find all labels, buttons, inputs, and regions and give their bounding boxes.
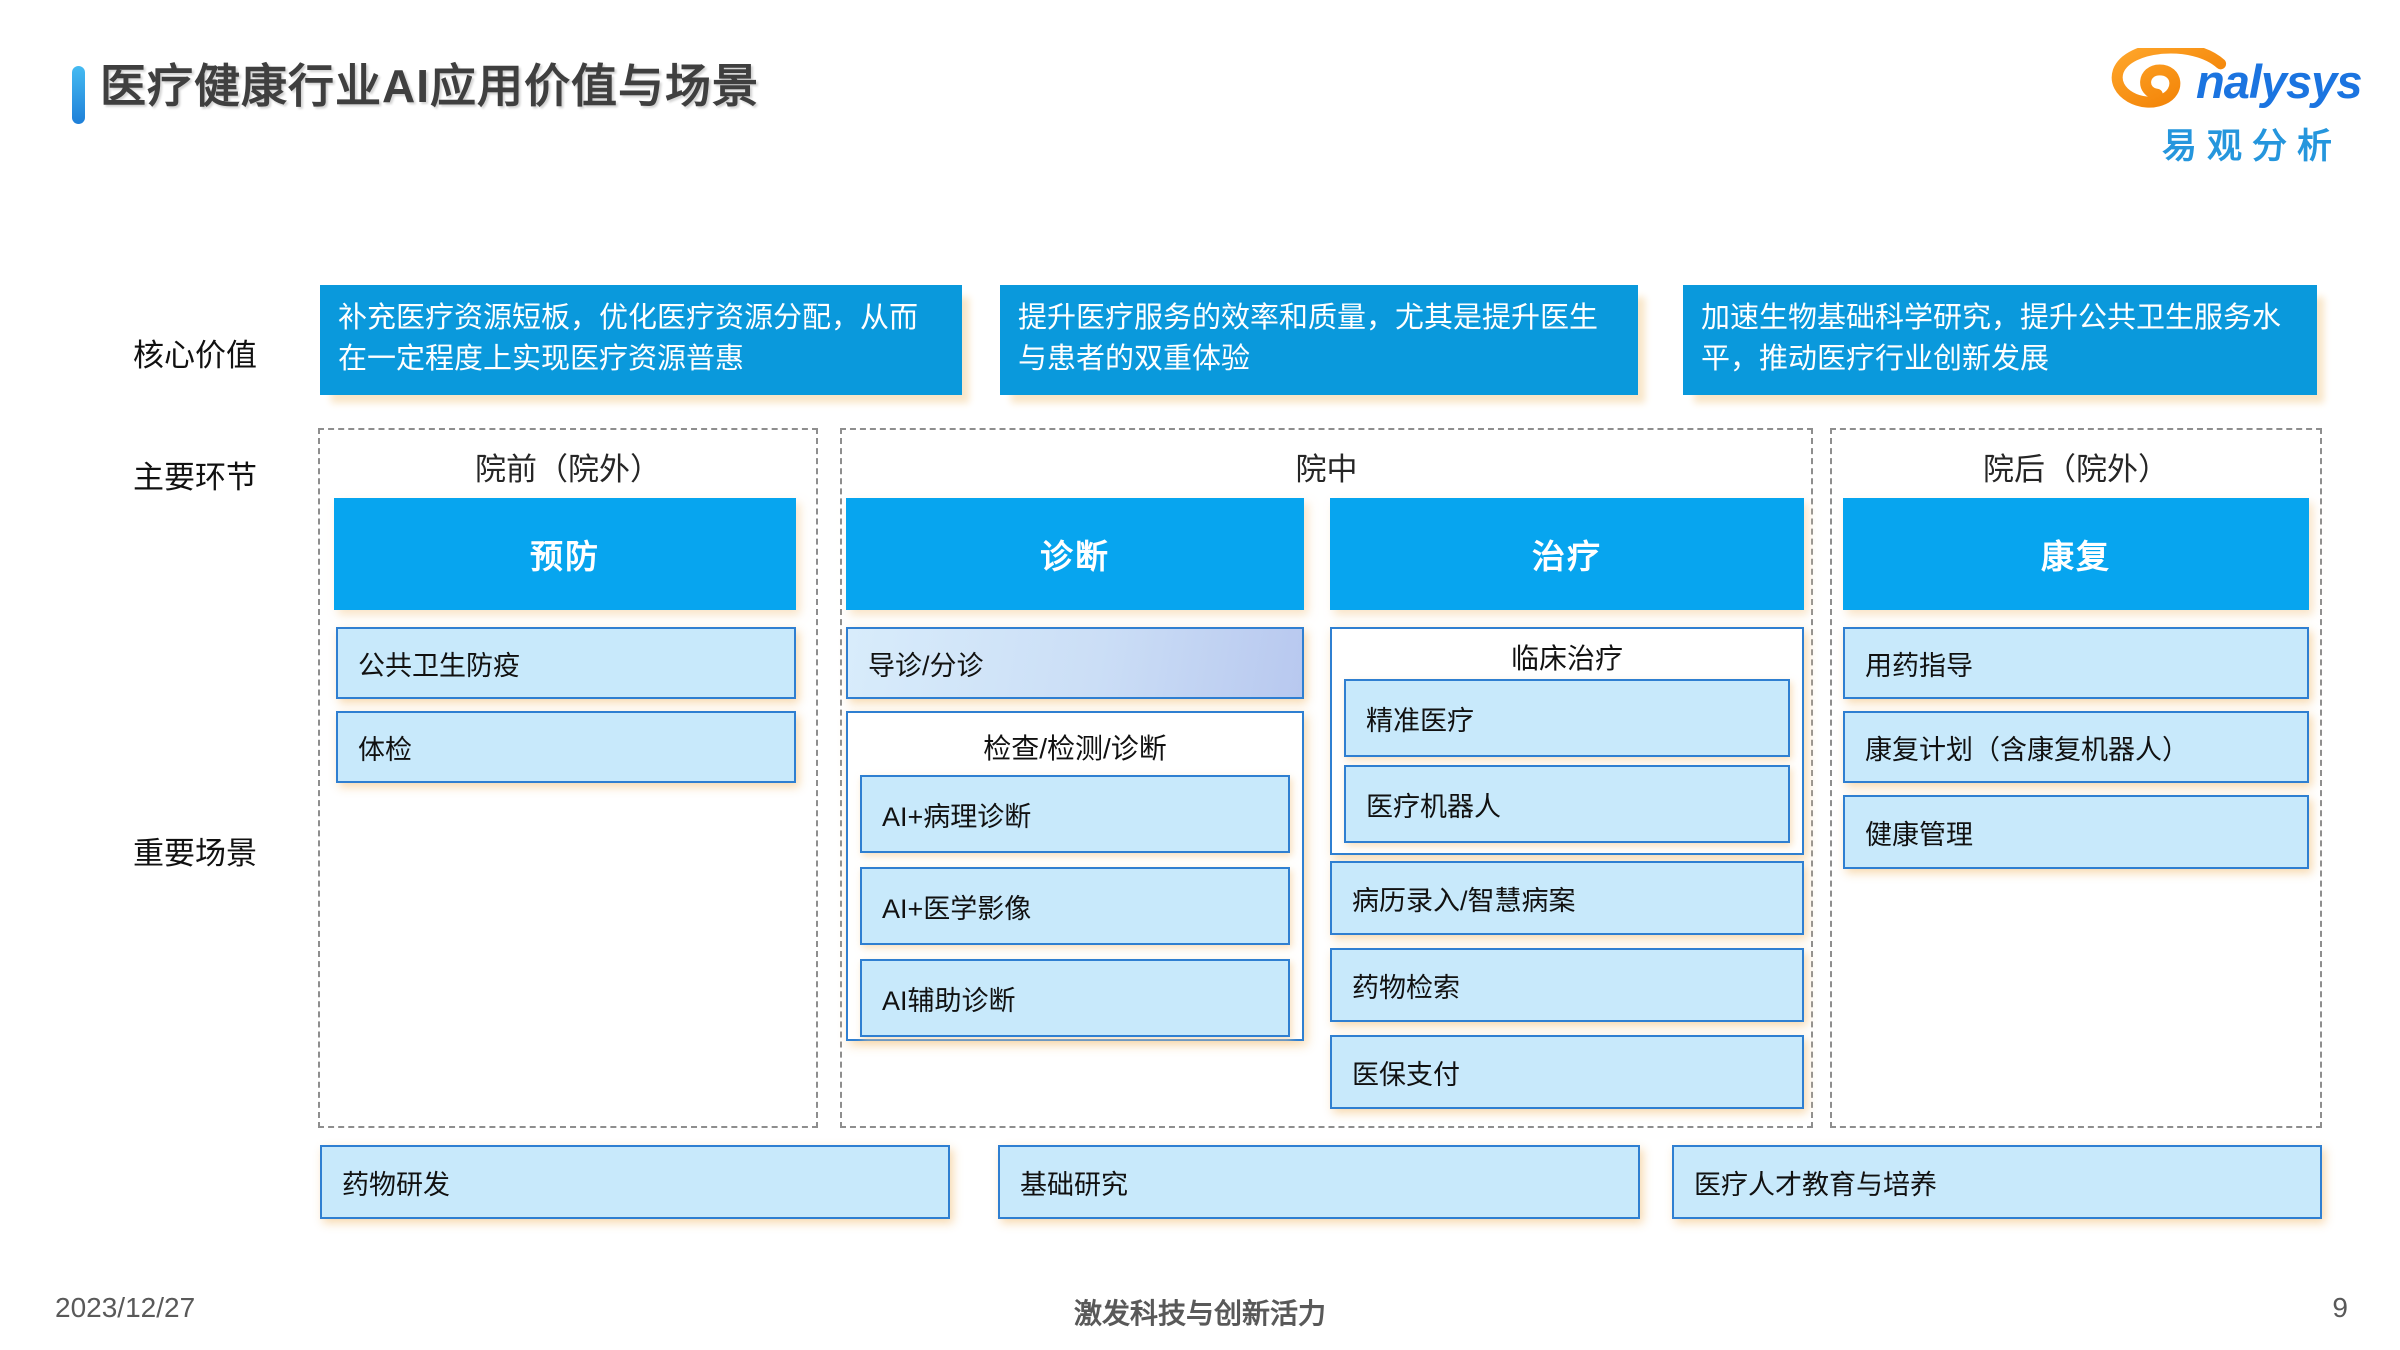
- stage-name-in-hospital: 院中: [1295, 452, 1358, 487]
- scenario-drug-rd: 药物研发: [320, 1145, 950, 1219]
- core-value-box-1: 补充医疗资源短板，优化医疗资源分配，从而在一定程度上实现医疗资源普惠: [320, 285, 962, 395]
- scenario-medication-guidance: 用药指导: [1843, 627, 2309, 699]
- scenario-health-management: 健康管理: [1843, 795, 2309, 869]
- scenario-drug-search: 药物检索: [1330, 948, 1804, 1022]
- analysys-logo-swirl-icon: [2106, 42, 2228, 126]
- footer-slogan: 激发科技与创新活力: [1073, 1298, 1326, 1329]
- analysys-logo-chinese: 易观分析: [2162, 127, 2343, 166]
- stage-name-pre-hospital: 院前（院外）: [475, 452, 661, 487]
- scenario-medical-records: 病历录入/智慧病案: [1330, 861, 1804, 935]
- group-exam-detect-diagnose: 检查/检测/诊断 AI+病理诊断 AI+医学影像 AI辅助诊断: [846, 711, 1304, 1041]
- group-title-exam: 检查/检测/诊断: [983, 733, 1167, 764]
- scenario-ai-pathology: AI+病理诊断: [860, 775, 1290, 853]
- phase-bar-diagnosis: 诊断: [846, 498, 1304, 610]
- core-value-box-2: 提升医疗服务的效率和质量，尤其是提升医生与患者的双重体验: [1000, 285, 1638, 395]
- scenario-insurance-payment: 医保支付: [1330, 1035, 1804, 1109]
- analysys-logo-wordmark: nalysys: [2196, 55, 2362, 108]
- label-key-scenarios: 重要场景: [133, 836, 257, 871]
- group-title-clinical: 临床治疗: [1510, 643, 1623, 674]
- page-title: 医疗健康行业AI应用价值与场景: [100, 60, 759, 112]
- phase-bar-treatment: 治疗: [1330, 498, 1804, 610]
- scenario-triage: 导诊/分诊: [846, 627, 1304, 699]
- footer-date: 2023/12/27: [55, 1292, 196, 1323]
- scenario-ai-imaging: AI+医学影像: [860, 867, 1290, 945]
- scenario-precision-medicine: 精准医疗: [1344, 679, 1790, 757]
- group-clinical-treatment: 临床治疗 精准医疗 医疗机器人: [1330, 627, 1804, 855]
- title-accent-bar: [72, 66, 85, 124]
- footer-page-number: 9: [2332, 1292, 2348, 1323]
- stage-name-post-hospital: 院后（院外）: [1983, 452, 2169, 487]
- phase-bar-prevention: 预防: [334, 498, 796, 610]
- stage-box-in-hospital: [840, 428, 1813, 1128]
- label-main-stages: 主要环节: [133, 460, 257, 495]
- scenario-physical-exam: 体检: [336, 711, 796, 783]
- stage-box-pre-hospital: [318, 428, 818, 1128]
- core-value-box-3: 加速生物基础科学研究，提升公共卫生服务水平，推动医疗行业创新发展: [1683, 285, 2317, 395]
- scenario-rehab-plan: 康复计划（含康复机器人）: [1843, 711, 2309, 783]
- scenario-medical-education: 医疗人才教育与培养: [1672, 1145, 2322, 1219]
- phase-bar-rehab: 康复: [1843, 498, 2309, 610]
- scenario-ai-assisted-diagnosis: AI辅助诊断: [860, 959, 1290, 1037]
- label-core-value: 核心价值: [133, 338, 257, 373]
- scenario-public-health: 公共卫生防疫: [336, 627, 796, 699]
- scenario-basic-research: 基础研究: [998, 1145, 1640, 1219]
- scenario-medical-robot: 医疗机器人: [1344, 765, 1790, 843]
- stage-box-post-hospital: [1830, 428, 2322, 1128]
